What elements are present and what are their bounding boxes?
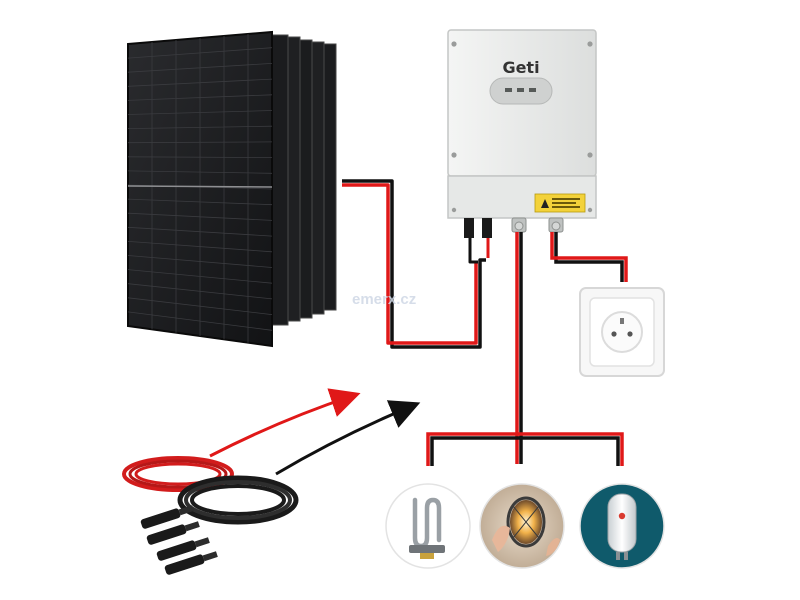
solar-panel-front <box>128 32 272 346</box>
cable-gland-icon <box>512 218 563 232</box>
cable-reel-icon <box>124 458 296 522</box>
warning-label <box>535 194 585 212</box>
power-socket-icon <box>580 288 664 376</box>
patio-heater-icon <box>480 484 564 568</box>
heating-element-icon <box>386 484 470 568</box>
socket-output-wire <box>552 232 626 282</box>
inverter-brand-label: Geti <box>502 58 539 77</box>
water-boiler-icon <box>580 484 664 568</box>
inverter-icon: Geti <box>448 30 596 238</box>
red-cable-arrow <box>210 396 352 456</box>
dc-connector-icon <box>464 218 492 238</box>
watermark: emerx.cz <box>352 291 416 308</box>
solar-panel-stack-icon <box>128 32 336 346</box>
solar-panel-back-edges <box>270 35 336 325</box>
inverter-status-leds <box>505 88 536 92</box>
